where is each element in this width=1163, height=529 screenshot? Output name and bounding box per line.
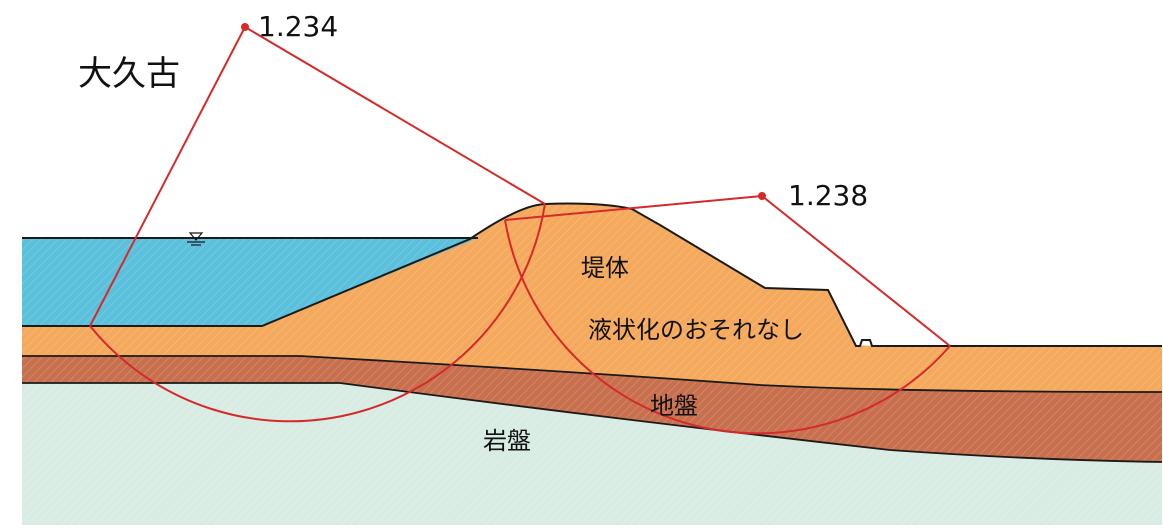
label-bedrock: 岩盤 <box>483 427 531 455</box>
safety-factor-right: 1.238 <box>788 179 868 212</box>
site-name: 大久古 <box>78 54 180 94</box>
label-liquefaction-note: 液状化のおそれなし <box>588 316 804 344</box>
safety-factor-left: 1.234 <box>258 10 338 43</box>
slip-center-right <box>758 192 766 200</box>
label-ground: 地盤 <box>650 392 698 420</box>
slip-circle-right <box>504 192 951 435</box>
bedrock-boundary <box>22 382 1162 463</box>
slip-circle-left <box>89 23 546 423</box>
label-embankment: 堤体 <box>581 254 629 282</box>
water-level-icon <box>187 232 205 246</box>
slip-center-left <box>241 23 249 31</box>
foundation-boundary <box>22 355 1162 393</box>
embankment-outline <box>22 202 1162 347</box>
